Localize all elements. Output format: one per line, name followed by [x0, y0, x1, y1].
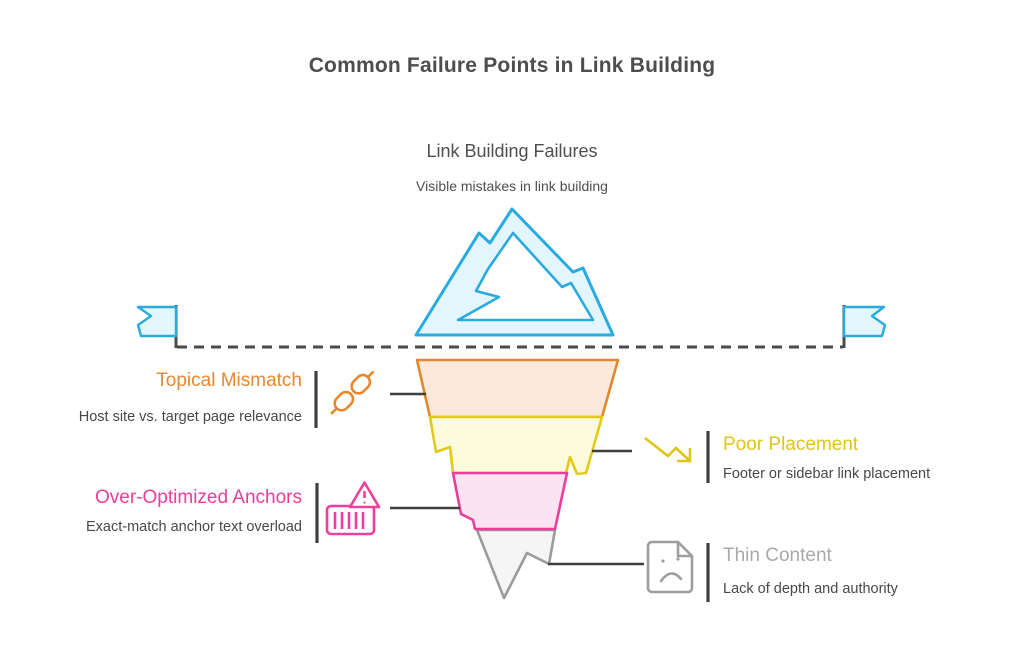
- desc-poor-placement: Footer or sidebar link placement: [723, 466, 931, 482]
- funnel-layer-poor-placement: [428, 415, 604, 476]
- desc-thin-content: Lack of depth and authority: [723, 581, 898, 597]
- chain-link-icon: [330, 370, 375, 415]
- label-topical-mismatch: Topical Mismatch: [156, 370, 302, 391]
- anchor-warning-icon: [325, 481, 381, 536]
- flag-left-icon: [136, 305, 178, 348]
- page-title: Common Failure Points in Link Building: [308, 54, 716, 77]
- desc-over-optimized-anchors: Exact-match anchor text overload: [86, 519, 302, 535]
- declining-arrow-icon: [644, 436, 692, 463]
- diagram-subheading: Visible mistakes in link building: [416, 178, 608, 194]
- label-poor-placement: Poor Placement: [723, 434, 859, 455]
- connector-lines: [390, 392, 644, 566]
- divider-bars: [314, 371, 710, 602]
- funnel-layer-over-optimized: [451, 471, 569, 531]
- iceberg-icon: [414, 207, 615, 337]
- diagram-heading: Link Building Failures: [426, 141, 598, 161]
- sad-document-icon: [646, 540, 694, 594]
- desc-topical-mismatch: Host site vs. target page relevance: [78, 409, 302, 425]
- label-over-optimized-anchors: Over-Optimized Anchors: [95, 487, 302, 508]
- funnel-layer-topical-mismatch: [415, 358, 620, 419]
- flag-right-icon: [842, 305, 887, 348]
- funnel-layer-thin-content: [475, 528, 557, 600]
- label-thin-content: Thin Content: [723, 545, 832, 566]
